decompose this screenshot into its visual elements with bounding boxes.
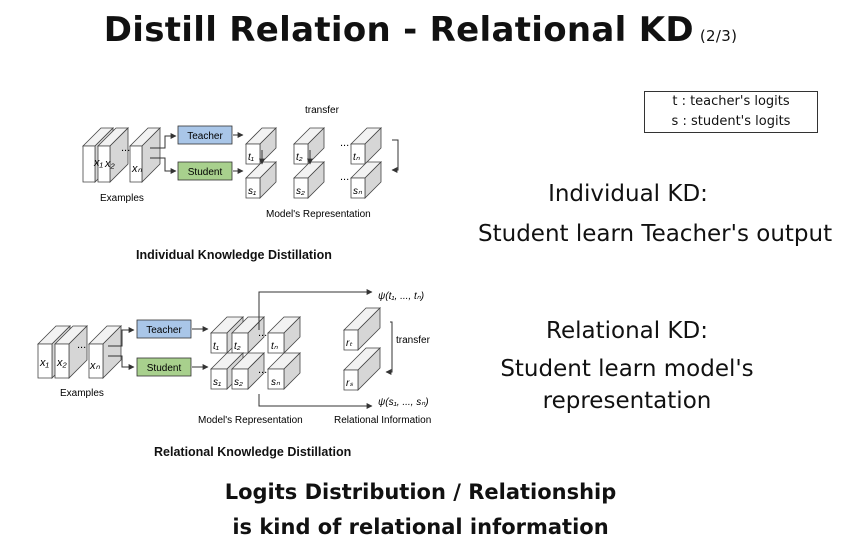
- transfer-label-rel: transfer: [396, 335, 431, 346]
- ex-xn: xₙ: [131, 163, 143, 175]
- rel-rt: rₜ: [346, 338, 353, 349]
- rel-rep-cube-s2: [231, 352, 265, 390]
- rel-example-cube-2: [54, 325, 88, 379]
- rep-t2: t₂: [296, 152, 303, 163]
- individual-desc: Student learn Teacher's output: [478, 221, 833, 247]
- rel-rep-cube-sn: [267, 352, 301, 390]
- rep-dots-top: ...: [340, 137, 349, 149]
- legend-teacher: t : teacher's logits: [672, 94, 790, 109]
- rep-cube-tn: [350, 127, 382, 165]
- individual-example-cubes: [82, 127, 161, 183]
- rel-s1: s₁: [213, 377, 221, 388]
- rel-ex-xn: xₙ: [89, 360, 101, 372]
- ex-x2: x₂: [104, 158, 116, 170]
- example-cube-n: [129, 127, 161, 183]
- relational-heading: Relational KD:: [546, 318, 708, 344]
- rep-s2: s₂: [296, 186, 305, 197]
- student-box: [177, 161, 233, 181]
- relational-representation-cubes: [210, 316, 301, 390]
- ex-x1: x₁: [93, 157, 104, 169]
- title-page-indicator: (2/3): [699, 27, 738, 45]
- rel-examples-label: Examples: [60, 388, 104, 399]
- psi-teacher: ψ(t₁, ..., tₙ): [378, 291, 424, 302]
- rep-tn: tₙ: [353, 152, 361, 163]
- rel-teacher-label: Teacher: [146, 325, 182, 336]
- rel-ex-x2: x₂: [56, 357, 68, 369]
- psi-student: ψ(s₁, ..., sₙ): [378, 397, 429, 408]
- teacher-box: [177, 125, 233, 145]
- teacher-label: Teacher: [187, 131, 223, 142]
- rel-s2: s₂: [234, 377, 243, 388]
- transfer-label-ind: transfer: [305, 105, 340, 116]
- rel-student-box: [136, 357, 192, 377]
- relational-desc-line1: Student learn model's: [500, 356, 754, 382]
- rep-t1: t₁: [248, 152, 254, 163]
- model-rep-label-rel: Model's Representation: [198, 415, 303, 426]
- rel-ex-dots: ...: [77, 339, 86, 351]
- rel-teacher-box: [136, 319, 192, 339]
- rel-example-cube-n: [88, 325, 122, 379]
- rel-rs: rₛ: [346, 378, 353, 389]
- individual-representation-cubes: [245, 127, 382, 199]
- relational-desc-line2: representation: [542, 388, 712, 414]
- student-label: Student: [188, 167, 223, 178]
- individual-diagram: x₁ x₂ ... xₙ Examples Teacher Student t₁…: [82, 105, 399, 220]
- rep-cube-s2: [293, 161, 325, 199]
- bottom-line-2: is kind of relational information: [232, 515, 609, 539]
- individual-caption: Individual Knowledge Distillation: [136, 248, 332, 262]
- bottom-line-1: Logits Distribution / Relationship: [224, 480, 617, 504]
- rel-dots-top: ...: [258, 327, 267, 339]
- examples-label: Examples: [100, 193, 144, 204]
- rel-ex-x1: x₁: [39, 357, 50, 369]
- example-cube-2: [97, 127, 129, 183]
- relational-caption: Relational Knowledge Distillation: [154, 445, 352, 459]
- relational-info-cubes: [343, 307, 381, 391]
- slide-title: Distill Relation - Relational KD (2/3): [0, 10, 841, 50]
- legend-box: t : teacher's logits s : student's logit…: [644, 91, 818, 133]
- rel-sn: sₙ: [271, 377, 281, 388]
- ex-dots: ...: [121, 142, 130, 154]
- relational-example-cubes: [37, 325, 122, 379]
- relational-info-label: Relational Information: [334, 415, 431, 426]
- rep-s1: s₁: [248, 186, 256, 197]
- rel-info-cube-rs: [343, 347, 381, 391]
- rep-cube-t2: [293, 127, 325, 165]
- model-rep-label-ind: Model's Representation: [266, 209, 371, 220]
- rep-sn: sₙ: [353, 186, 363, 197]
- relational-diagram: x₁ x₂ ... xₙ Examples Teacher Student t₁…: [37, 289, 431, 426]
- rel-dots-bottom: ...: [258, 364, 267, 376]
- rel-tn: tₙ: [271, 341, 279, 352]
- rel-t2: t₂: [234, 341, 241, 352]
- rep-dots-bottom: ...: [340, 171, 349, 183]
- rep-cube-sn: [350, 161, 382, 199]
- title-text: Distill Relation - Relational KD: [103, 10, 694, 50]
- rel-student-label: Student: [147, 363, 182, 374]
- rep-cube-t1: [245, 127, 277, 165]
- rep-cube-s1: [245, 161, 277, 199]
- rel-info-cube-rt: [343, 307, 381, 351]
- rel-rep-cube-t2: [231, 316, 265, 354]
- rel-t1: t₁: [213, 341, 219, 352]
- rel-rep-cube-tn: [267, 316, 301, 354]
- legend-student: s : student's logits: [671, 114, 791, 129]
- individual-heading: Individual KD:: [548, 181, 708, 207]
